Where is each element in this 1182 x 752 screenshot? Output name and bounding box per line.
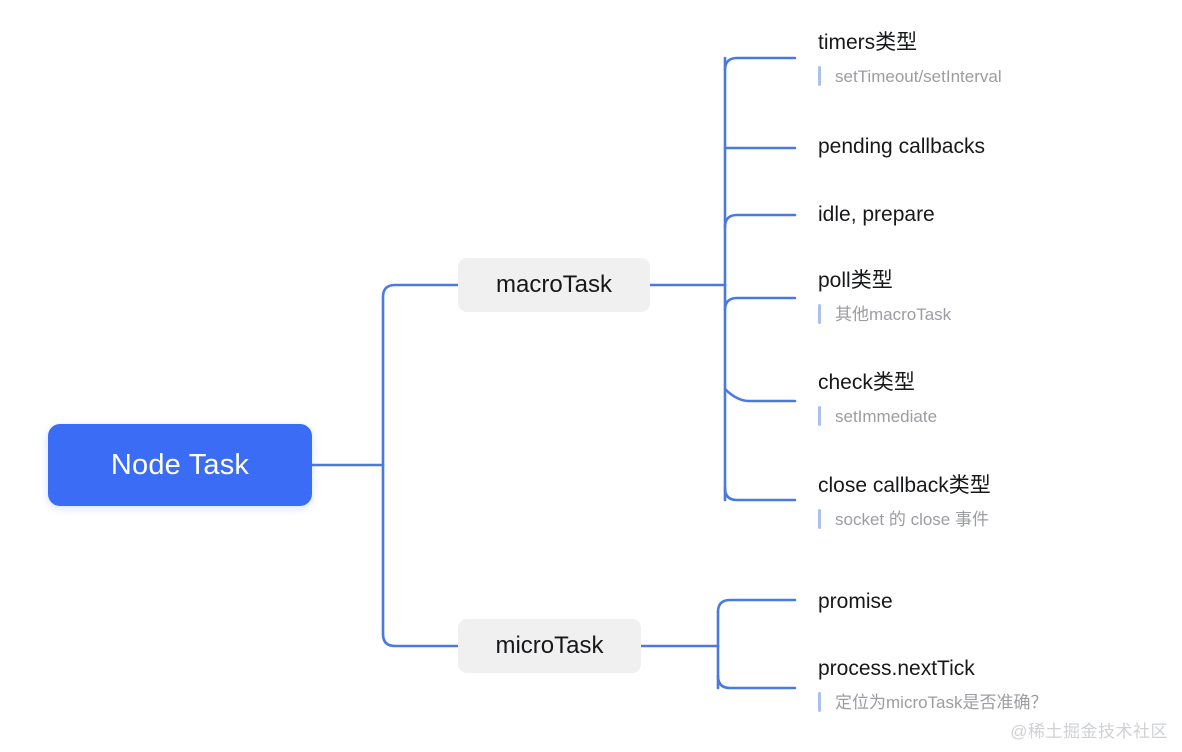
wire-root-trunk: [381, 283, 460, 467]
note-bar-icon: [818, 509, 821, 529]
leaf-timers[interactable]: timers类型 setTimeout/setInterval: [818, 32, 1002, 86]
root-node-label: Node Task: [110, 448, 250, 481]
leaf-label: promise: [818, 590, 893, 613]
leaf-label: timers类型: [818, 31, 918, 54]
leaf-close-callback[interactable]: close callback类型 socket 的 close 事件: [818, 475, 991, 529]
leaf-note-text: socket 的 close 事件: [835, 509, 989, 529]
leaf-note-text: 其他macroTask: [835, 304, 952, 324]
leaf-note: 定位为microTask是否准确？: [818, 692, 1048, 712]
branch-node-microtask[interactable]: microTask: [458, 619, 641, 673]
leaf-note: 其他macroTask: [818, 304, 951, 324]
branch-node-macrotask[interactable]: macroTask: [458, 258, 650, 312]
leaf-pending-callbacks[interactable]: pending callbacks: [818, 136, 985, 157]
wire-macro-arm-4: [723, 296, 797, 312]
note-bar-icon: [818, 66, 821, 86]
wire-micro-arm-1: [716, 598, 797, 614]
watermark: @稀土掘金技术社区: [1010, 722, 1168, 741]
leaf-poll[interactable]: poll类型 其他macroTask: [818, 270, 951, 324]
wire-macro-arm-3: [723, 213, 797, 229]
wire-root-trunk-lower: [381, 463, 460, 648]
leaf-label: process.nextTick: [818, 657, 975, 680]
leaf-note: socket 的 close 事件: [818, 509, 991, 529]
leaf-note: setImmediate: [818, 406, 937, 426]
leaf-note-text: 定位为microTask是否准确？: [835, 692, 1048, 712]
wire-micro-arm-2: [716, 674, 797, 690]
wire-macro-arm-1: [723, 56, 797, 72]
leaf-note: setTimeout/setInterval: [818, 66, 1002, 86]
leaf-note-text: setTimeout/setInterval: [835, 66, 1002, 86]
leaf-idle-prepare[interactable]: idle, prepare: [818, 204, 935, 225]
wire-macro-arm-5: [723, 387, 797, 403]
leaf-label: idle, prepare: [818, 203, 935, 226]
leaf-label: poll类型: [818, 269, 893, 292]
note-bar-icon: [818, 406, 821, 426]
note-bar-icon: [818, 304, 821, 324]
leaf-check[interactable]: check类型 setImmediate: [818, 372, 937, 426]
leaf-label: close callback类型: [818, 474, 991, 497]
branch-node-label: macroTask: [495, 271, 613, 298]
leaf-label: check类型: [818, 371, 915, 394]
note-bar-icon: [818, 692, 821, 712]
leaf-label: pending callbacks: [818, 135, 985, 158]
wire-macro-arm-6: [723, 486, 797, 502]
leaf-process-nexttick[interactable]: process.nextTick 定位为microTask是否准确？: [818, 658, 1048, 712]
leaf-note-text: setImmediate: [835, 406, 938, 426]
leaf-promise[interactable]: promise: [818, 591, 893, 612]
root-node[interactable]: Node Task: [48, 424, 312, 506]
branch-node-label: microTask: [495, 632, 604, 659]
